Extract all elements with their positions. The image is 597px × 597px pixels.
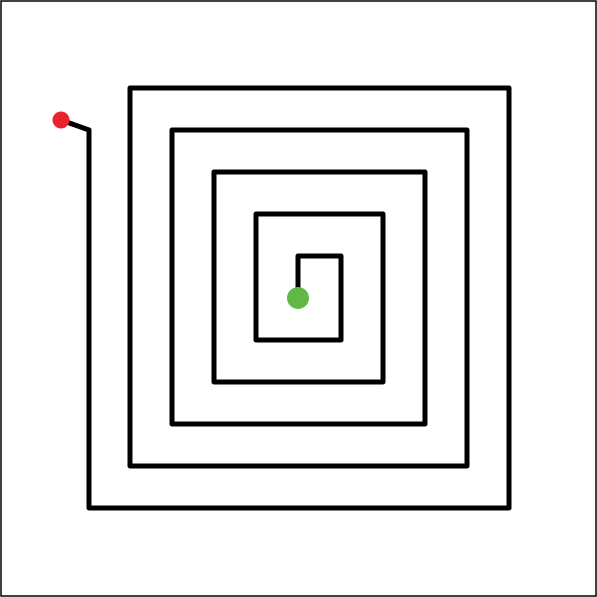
start-marker[interactable] xyxy=(52,111,70,129)
spiral-path-line xyxy=(58,85,512,511)
goal-marker xyxy=(287,287,309,309)
